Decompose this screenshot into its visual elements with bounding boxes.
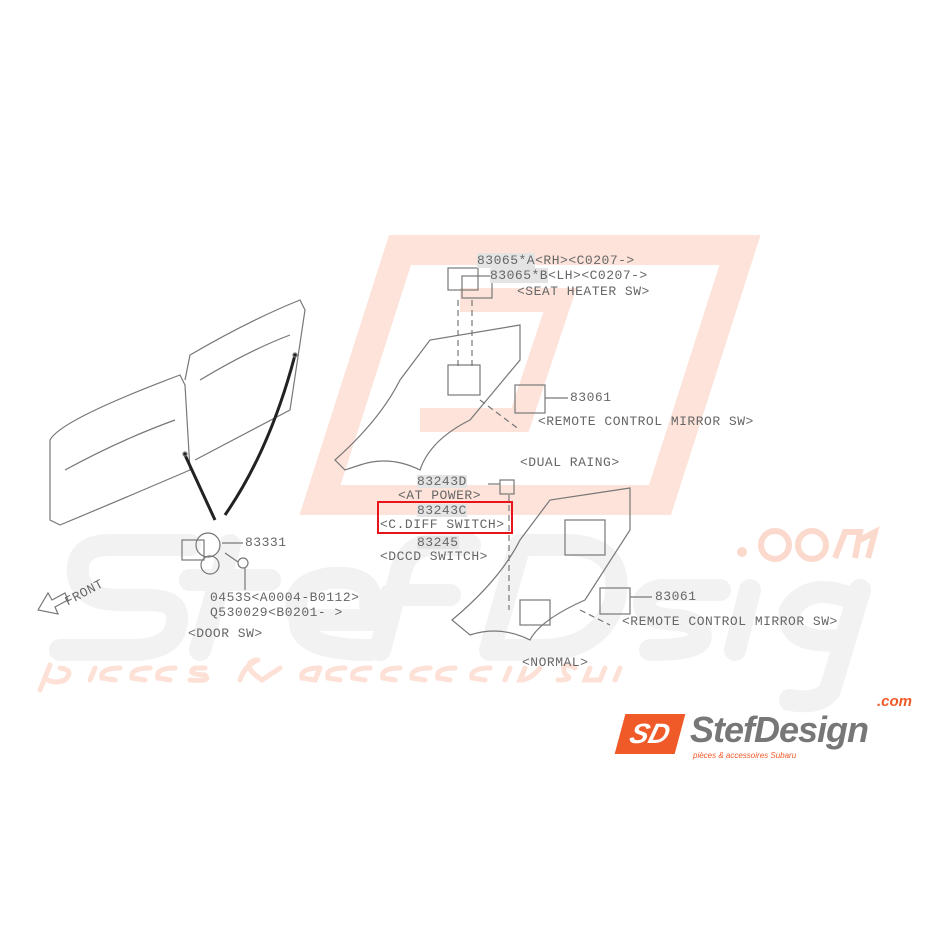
mirror-part-number-2: 83061 [655, 589, 697, 604]
seat-heater-a-spec: <RH><C0207-> [535, 253, 635, 268]
seat-heater-b-spec: <LH><C0207-> [548, 268, 648, 283]
dual-raing-label: <DUAL RAING> [520, 455, 620, 470]
logo-name: StefDesign [690, 709, 869, 750]
dccd-label: <DCCD SWITCH> [380, 549, 488, 564]
highlight-box [377, 501, 513, 534]
seat-heater-label: <SEAT HEATER SW> [517, 284, 650, 299]
mirror-label-2: <REMOTE CONTROL MIRROR SW> [622, 614, 838, 629]
logo-tagline: pièces & accessoires Subaru [693, 751, 797, 760]
normal-label: <NORMAL> [522, 655, 589, 670]
seat-heater-b-part-number: 83065*B [490, 268, 549, 283]
screw-part-2: Q530029<B0201- > [210, 605, 343, 620]
seat-heater-a-part-number: 83065*A [477, 253, 536, 268]
door-switch-part-number: 83331 [245, 535, 287, 550]
screw-part-1: 0453S<A0004-B0112> [210, 590, 360, 605]
logo-dotcom: .com [877, 693, 913, 710]
logo-mark: SD [614, 714, 686, 754]
mirror-label-1: <REMOTE CONTROL MIRROR SW> [538, 414, 754, 429]
mirror-part-number-1: 83061 [570, 390, 612, 405]
cdiff-part-number: 83243C [417, 503, 467, 518]
at-power-part-number: 83243D [417, 474, 467, 489]
door-switch-label: <DOOR SW> [188, 626, 263, 641]
at-power-label: <AT POWER> [398, 488, 482, 503]
dccd-part-number: 83245 [417, 535, 459, 550]
cdiff-label: <C.DIFF SWITCH> [380, 517, 505, 532]
stefdesign-logo: SD .com StefDesign pièces & accessoires … [614, 694, 925, 766]
